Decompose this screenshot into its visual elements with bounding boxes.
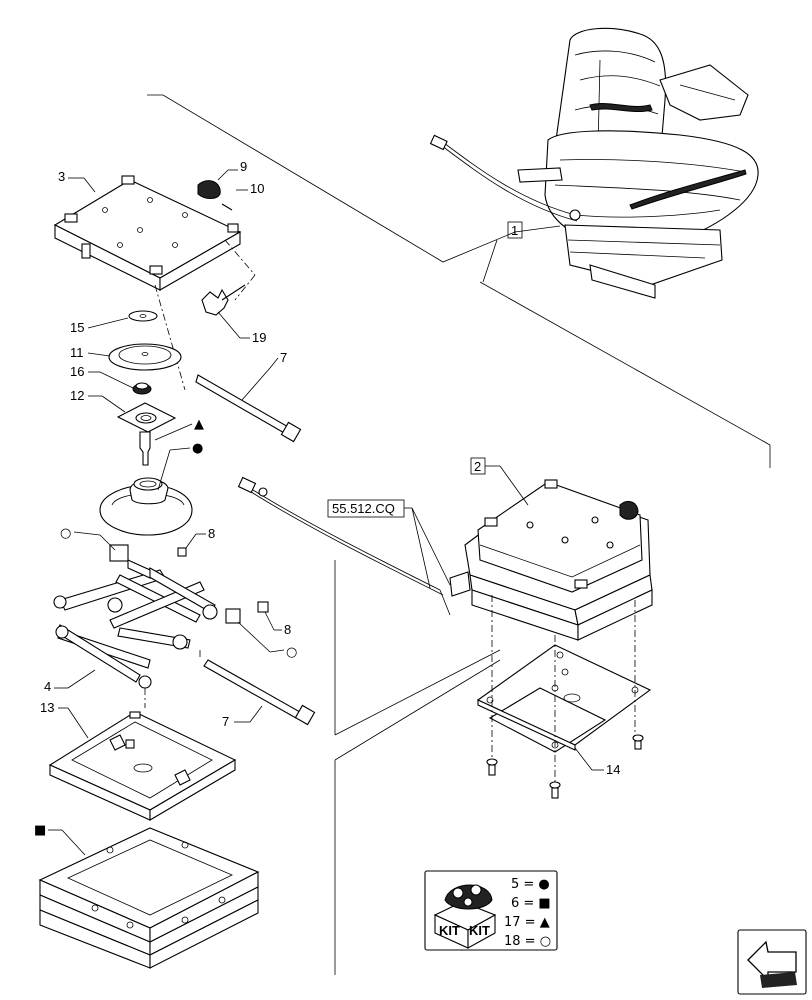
- marker-circle-open-upper: ○: [60, 526, 71, 541]
- callout-14: 14: [606, 762, 620, 777]
- legend-entry-17: 17 = ▲: [504, 915, 550, 930]
- callout-3: 3: [58, 169, 65, 184]
- bottom-boot: [38, 827, 260, 969]
- scissor-mechanism: [53, 544, 316, 726]
- callout-10: 10: [250, 181, 264, 196]
- marker-square: ■: [34, 823, 46, 838]
- callout-1: 1: [511, 223, 518, 238]
- bellows: [99, 477, 193, 536]
- callout-16: 16: [70, 364, 84, 379]
- wiring-harness: [237, 476, 451, 616]
- callout-7-upper: 7: [280, 350, 287, 365]
- suspension-assembly: [449, 479, 653, 641]
- seat-assembly: [429, 27, 759, 299]
- top-plate: [53, 175, 256, 391]
- legend-entry-6: 6 = ■: [511, 896, 551, 911]
- legend-entry-18: 18 = ○: [504, 934, 551, 949]
- legend-entry-5: 5 = ●: [511, 877, 550, 892]
- reference-55-512-cq: 55.512.CQ: [332, 501, 395, 516]
- callout-8-lower: 8: [284, 622, 291, 637]
- callout-11: 11: [70, 345, 84, 360]
- base-plates: [476, 595, 652, 799]
- callout-4: 4: [44, 679, 51, 694]
- callout-2: 2: [474, 459, 481, 474]
- callouts: 3 9 10 15 11 16 12 19 7 ▲ ● ○ 8 8 ○ 4 7: [34, 159, 620, 856]
- callout-7-lower: 7: [222, 714, 229, 729]
- center-parts: [108, 284, 302, 466]
- kit-box-label-left: KIT: [439, 923, 460, 938]
- base-frame: [48, 711, 237, 821]
- marker-triangle: ▲: [194, 417, 204, 432]
- next-page-arrow-icon[interactable]: [737, 929, 807, 995]
- section-lines: [147, 94, 771, 975]
- callout-8-upper: 8: [208, 526, 215, 541]
- kit-legend: KIT KIT 5 = ● 6 = ■ 17 = ▲ 18 = ○: [424, 870, 558, 951]
- marker-circle-filled: ●: [192, 441, 203, 456]
- callout-12: 12: [70, 388, 84, 403]
- callout-9: 9: [240, 159, 247, 174]
- kit-box-label-right: KIT: [469, 923, 490, 938]
- callout-19: 19: [252, 330, 266, 345]
- marker-circle-open-lower: ○: [286, 645, 297, 660]
- callout-15: 15: [70, 320, 84, 335]
- callout-13: 13: [40, 700, 54, 715]
